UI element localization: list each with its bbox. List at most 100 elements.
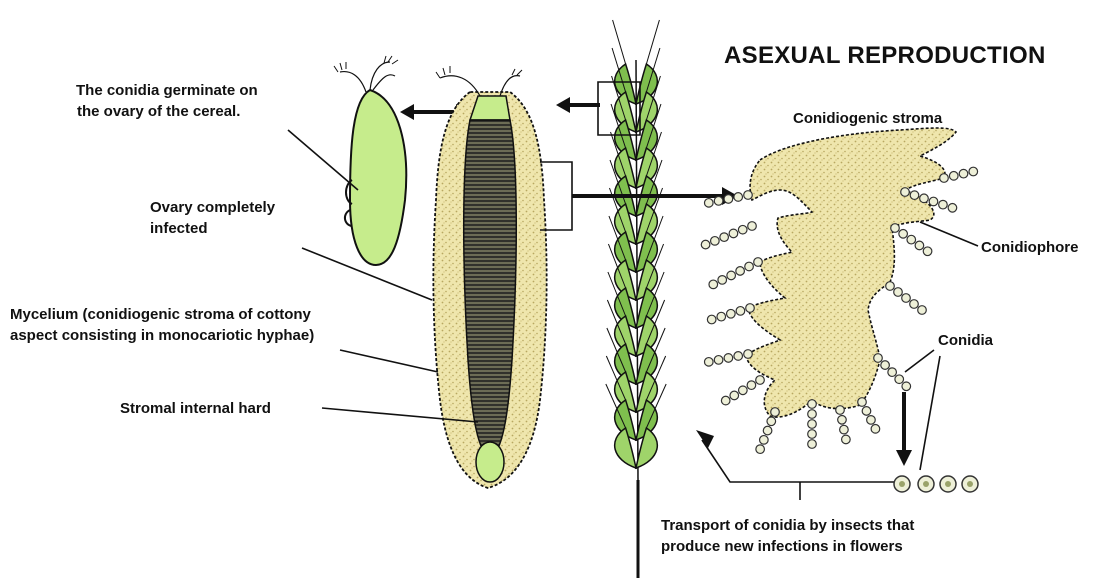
conidium (704, 358, 713, 367)
label-ovary-infected: Ovary completely infected (150, 197, 275, 239)
conidium (915, 241, 924, 250)
free-conidium-nucleus (899, 481, 905, 487)
label-conidia-germinate-line2: the ovary of the cereal. (76, 101, 258, 122)
conidium (918, 306, 927, 315)
conidium (808, 440, 817, 449)
conidium (760, 436, 769, 445)
conidium (842, 435, 851, 444)
free-conidia (894, 476, 978, 492)
label-conidia-germinate: The conidia germinate on the ovary of th… (76, 80, 258, 122)
conidium (721, 396, 730, 405)
conidium (767, 417, 776, 426)
cereal-ear (606, 20, 666, 578)
conidium (902, 382, 911, 391)
conidium (718, 276, 727, 285)
label-mycelium-line2: aspect consisting in monocariotic hyphae… (10, 325, 314, 346)
conidium (727, 309, 736, 318)
conidium (874, 354, 883, 363)
conidium (901, 188, 910, 197)
conidiogenic-stroma (746, 128, 956, 417)
conidium (756, 445, 765, 454)
conidium (734, 352, 743, 361)
conidium (714, 356, 723, 365)
conidium (886, 282, 895, 291)
conidium (738, 225, 747, 234)
diagram-title: ASEXUAL REPRODUCTION (724, 42, 1046, 70)
conidium (902, 294, 911, 303)
conidium (701, 240, 710, 249)
free-conidium-nucleus (967, 481, 973, 487)
conidium (862, 407, 871, 416)
conidium (709, 280, 718, 289)
free-conidium-nucleus (923, 481, 929, 487)
conidium (840, 425, 849, 434)
germinating-ovary (334, 56, 406, 265)
conidium (744, 191, 753, 200)
conidium (838, 416, 847, 425)
label-ovary-infected-line1: Ovary completely (150, 197, 275, 218)
conidium (858, 398, 867, 407)
conidium (929, 197, 938, 206)
conidium (895, 375, 904, 384)
label-conidiogenic-stroma: Conidiogenic stroma (793, 108, 942, 129)
label-mycelium: Mycelium (conidiogenic stroma of cottony… (10, 304, 314, 346)
conidium (808, 420, 817, 429)
conidium (891, 224, 900, 233)
conidium (959, 169, 968, 178)
conidium (746, 304, 755, 313)
conidium (754, 258, 763, 267)
conidium (867, 416, 876, 425)
conidium (747, 381, 756, 390)
conidium (899, 230, 908, 239)
label-transport-line1: Transport of conidia by insects that (661, 515, 914, 536)
conidium (717, 312, 726, 321)
conidium (734, 193, 743, 202)
conidium (920, 194, 929, 203)
conidium (940, 174, 949, 183)
label-ovary-infected-line2: infected (150, 218, 275, 239)
label-conidia-germinate-line1: The conidia germinate on (76, 80, 258, 101)
conidium (871, 425, 880, 434)
conidium (808, 400, 817, 409)
conidium (939, 200, 948, 209)
arrow-ear-to-ovary (556, 97, 600, 113)
free-conidium-nucleus (945, 481, 951, 487)
conidium (711, 237, 720, 246)
conidium (714, 197, 723, 206)
conidium (745, 262, 754, 271)
conidium (910, 300, 919, 309)
conidium (704, 199, 713, 208)
conidium (808, 410, 817, 419)
conidium (923, 247, 932, 256)
conidium (727, 271, 736, 280)
label-transport: Transport of conidia by insects that pro… (661, 515, 914, 557)
conidium (949, 172, 958, 181)
conidium (888, 368, 897, 377)
label-mycelium-line1: Mycelium (conidiogenic stroma of cottony (10, 304, 314, 325)
conidium (744, 350, 753, 359)
conidium (730, 391, 739, 400)
conidium (724, 195, 733, 204)
conidium (736, 267, 745, 276)
conidium (736, 307, 745, 316)
conidium (763, 426, 772, 435)
conidium (724, 354, 733, 363)
label-conidiophore: Conidiophore (981, 237, 1079, 258)
conidium (808, 430, 817, 439)
conidium (729, 229, 738, 238)
conidium (720, 233, 729, 242)
conidium (771, 408, 780, 417)
conidium (748, 222, 757, 231)
conidium (894, 288, 903, 297)
conidium (881, 361, 890, 370)
conidium (756, 376, 765, 385)
conidium (948, 204, 957, 213)
conidium (969, 167, 978, 176)
label-conidia: Conidia (938, 330, 993, 351)
conidium (739, 386, 748, 395)
conidium (910, 191, 919, 200)
arrow-to-free-conidia (896, 392, 912, 466)
infected-ovary (433, 66, 546, 488)
conidium (836, 406, 845, 415)
